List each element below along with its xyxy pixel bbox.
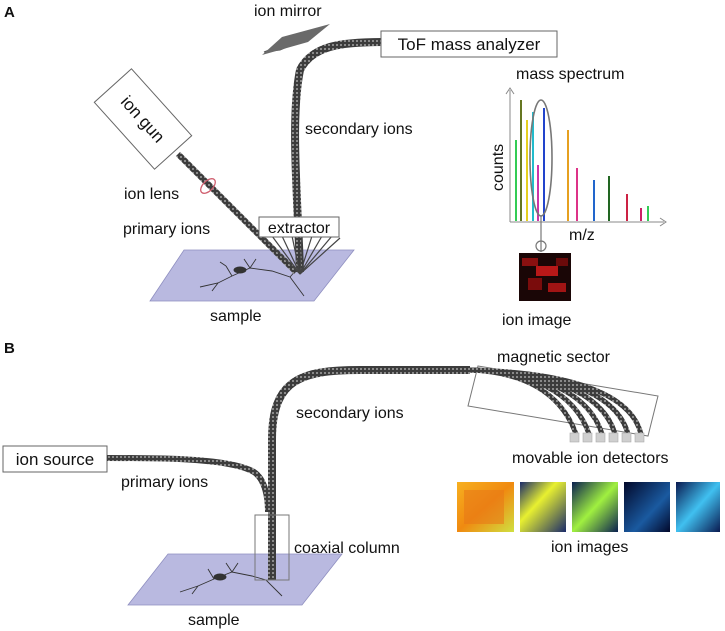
extractor-box (258, 216, 340, 238)
spectrum-axes (505, 87, 667, 227)
sample-label-a: sample (210, 308, 262, 325)
sample-label-b: sample (188, 612, 240, 629)
ion-images-label: ion images (551, 539, 628, 556)
coaxial-column-box (254, 514, 290, 581)
ion-mirror-plate (262, 24, 330, 55)
primary-beam-a (175, 151, 299, 275)
magnetic-sector-label: magnetic sector (497, 349, 611, 366)
primary-ions-label-b: primary ions (121, 474, 208, 491)
ion-image-a (519, 253, 571, 301)
ion-image-label: ion image (502, 312, 571, 329)
ion-image-b4 (624, 482, 670, 532)
ion-image-b2 (520, 482, 566, 532)
movable-detectors-label: movable ion detectors (512, 450, 669, 467)
sector-beams (469, 367, 644, 435)
ion-images-row (457, 482, 720, 532)
mz-label: m/z (569, 227, 595, 244)
mass-spectrum-label: mass spectrum (516, 66, 624, 83)
tof-analyzer-label: ToF mass analyzer (398, 35, 541, 54)
ion-lens-label: ion lens (124, 186, 179, 203)
spectrum-peaks (515, 100, 649, 221)
sample-plane-b (127, 553, 343, 606)
secondary-beam-b (268, 366, 470, 580)
primary-beam-b (106, 455, 271, 513)
primary-ions-label-a: primary ions (123, 221, 210, 238)
connector-node (535, 240, 547, 252)
sample-plane-a (149, 249, 355, 302)
extractor-label: extractor (268, 220, 331, 237)
ion-source-label: ion source (16, 450, 94, 469)
coaxial-column-label: coaxial column (294, 540, 400, 557)
counts-label: counts (490, 144, 507, 191)
ion-mirror-label: ion mirror (254, 3, 322, 20)
secondary-beam-a (291, 38, 384, 273)
panel-a-letter: A (4, 4, 15, 21)
panel-b-letter: B (4, 340, 15, 357)
secondary-ions-label-a: secondary ions (305, 121, 413, 138)
ion-lens-ring (200, 178, 216, 194)
tof-analyzer-box (380, 30, 558, 58)
ion-image-b3 (572, 482, 618, 532)
ion-gun-box (93, 68, 193, 170)
ion-source-box (2, 445, 108, 473)
secondary-fan-a (261, 235, 341, 275)
magnetic-sector-box (467, 365, 659, 437)
ion-image-b5 (676, 482, 720, 532)
secondary-ions-label-b: secondary ions (296, 405, 404, 422)
ion-detectors (569, 432, 645, 443)
